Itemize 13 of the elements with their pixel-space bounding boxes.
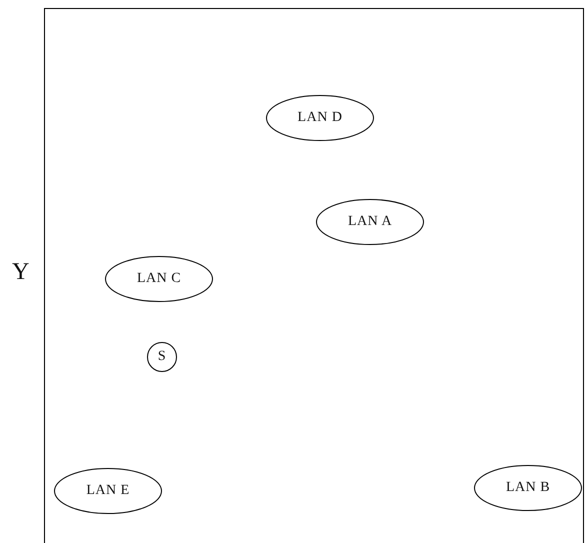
node-label: LAN D [298, 110, 342, 126]
node-label: S [158, 349, 166, 365]
node-label: LAN A [348, 214, 392, 230]
node-ellipse [105, 256, 213, 302]
node-label: LAN B [506, 480, 550, 496]
node-circle [147, 342, 177, 372]
node-label: LAN C [136, 271, 182, 287]
node-ellipse [474, 465, 582, 511]
node-ellipse [316, 199, 424, 245]
node-ellipse [54, 468, 162, 514]
node-label: LAN E [86, 483, 130, 499]
axis-label: Y [12, 259, 30, 286]
node-ellipse [266, 95, 374, 141]
